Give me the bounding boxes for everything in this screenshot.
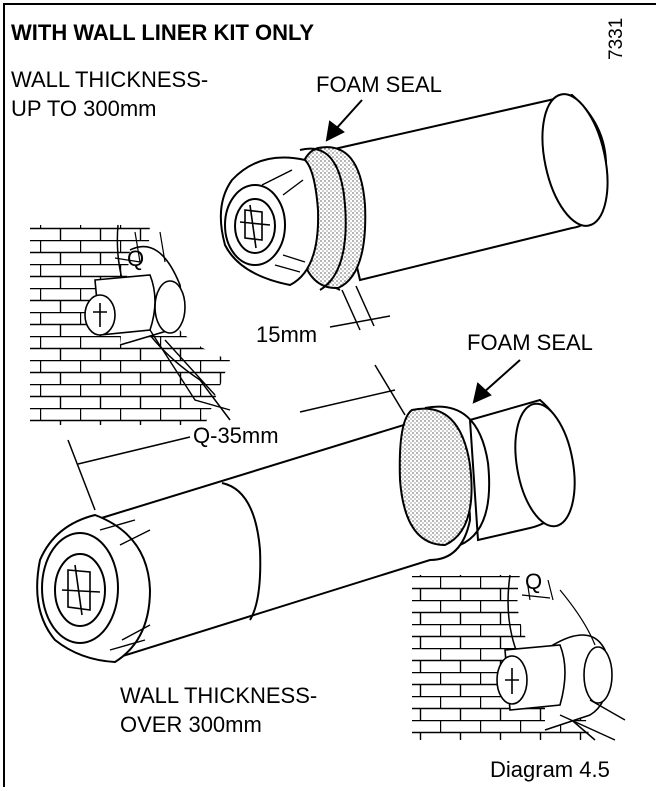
top-seal-arrow: [325, 99, 363, 142]
left-inset-q-label: Q: [127, 246, 145, 271]
left-inset-illustration: [30, 224, 231, 425]
bottom-wall-thickness-line1: WALL THICKNESS-: [120, 683, 318, 708]
top-wall-thickness-line1: WALL THICKNESS-: [11, 67, 209, 92]
gap-label: 15mm: [256, 322, 318, 347]
bottom-foam-seal-label: FOAM SEAL: [467, 330, 593, 355]
diagram-title: WITH WALL LINER KIT ONLY: [11, 20, 315, 45]
top-wall-thickness-line2: UP TO 300mm: [11, 96, 157, 121]
right-inset-illustration: [412, 574, 626, 741]
top-flue-assembly: [219, 93, 609, 291]
diagram-code: 7331: [606, 17, 627, 60]
diagram-frame: [3, 3, 656, 787]
bottom-wall-thickness-line2: OVER 300mm: [120, 712, 262, 737]
right-inset-q-label: Q: [525, 569, 543, 594]
bottom-seal-arrow: [472, 359, 521, 404]
bottom-flue-assembly: [36, 398, 576, 664]
top-foam-seal-label: FOAM SEAL: [316, 72, 442, 97]
length-dimension: [67, 364, 406, 511]
bottom-foam-seal: [398, 407, 473, 547]
diagram-caption: Diagram 4.5: [490, 757, 610, 782]
gap-dimension: [329, 285, 391, 331]
length-label: Q-35mm: [193, 423, 279, 448]
